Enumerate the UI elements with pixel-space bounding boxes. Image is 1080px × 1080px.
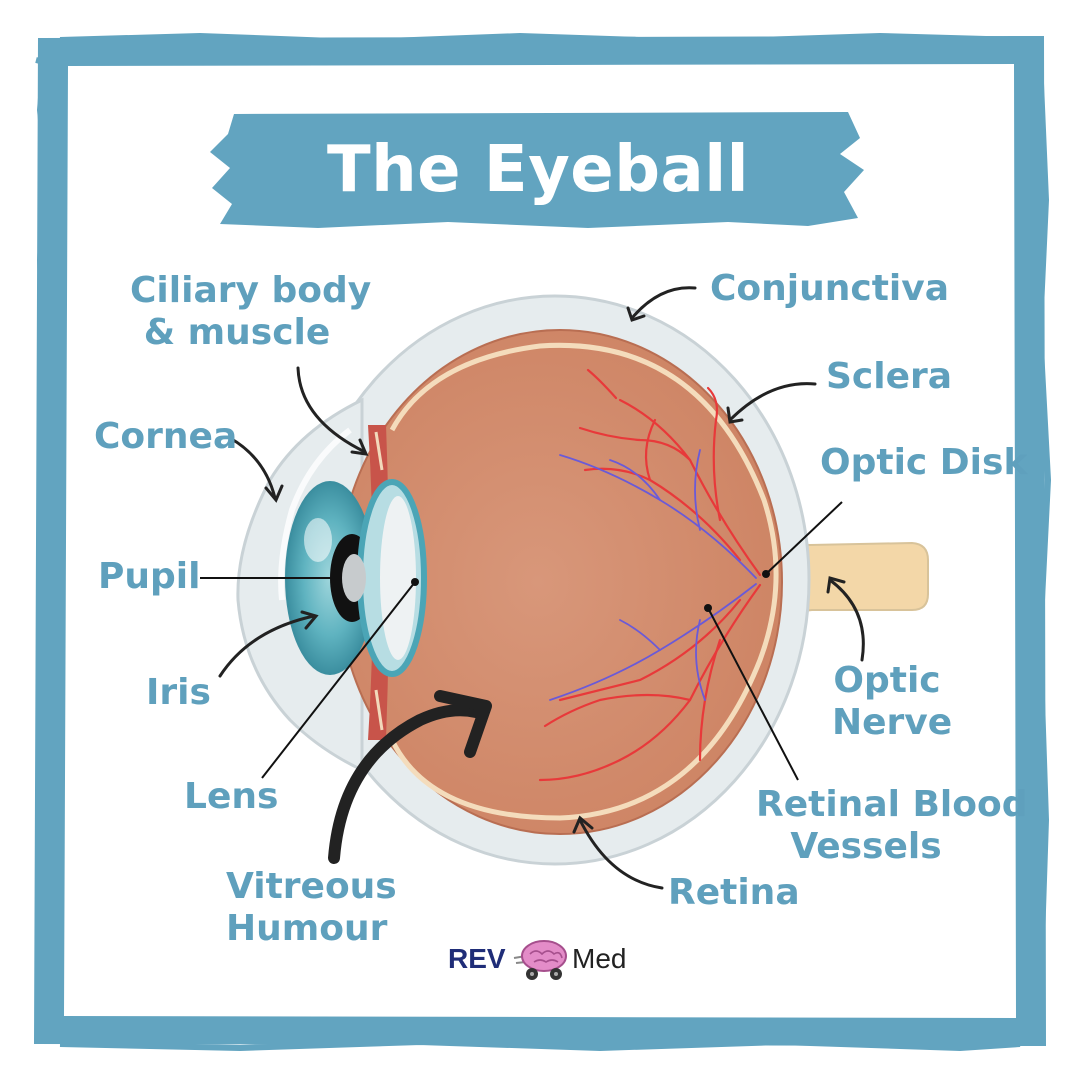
brush-stroke-shape xyxy=(210,112,864,228)
brain-car-icon xyxy=(513,940,567,980)
label-optic-nerve: Optic Nerve xyxy=(832,660,953,743)
pointer-dots xyxy=(411,570,770,612)
label-iris: Iris xyxy=(146,672,211,713)
label-cornea: Cornea xyxy=(94,416,238,457)
label-sclera: Sclera xyxy=(826,356,953,397)
retinal-veins xyxy=(549,449,757,701)
pointer-lines xyxy=(200,501,843,781)
logo-rev-text: REV xyxy=(448,943,506,974)
curved-arrows xyxy=(218,286,865,890)
vitreous-arrow-icon xyxy=(328,704,482,864)
label-retinal-vessels: Retinal Blood Vessels xyxy=(756,784,1028,867)
label-vitreous: Vitreous Humour xyxy=(226,866,397,949)
revmed-logo: REV Med xyxy=(448,936,648,984)
vitreous-arrowhead-icon xyxy=(434,690,492,758)
retina-line xyxy=(389,342,779,821)
label-conjunctiva: Conjunctiva xyxy=(710,268,950,309)
label-pupil: Pupil xyxy=(98,556,201,597)
page-title: The Eyeball xyxy=(326,133,750,207)
logo-med-text: Med xyxy=(572,943,627,974)
label-ciliary: Ciliary body & muscle xyxy=(130,270,372,353)
label-lens: Lens xyxy=(184,776,279,817)
title-banner: The Eyeball xyxy=(208,108,868,232)
label-retina: Retina xyxy=(668,872,800,913)
label-optic-disk: Optic Disk xyxy=(820,442,1028,483)
